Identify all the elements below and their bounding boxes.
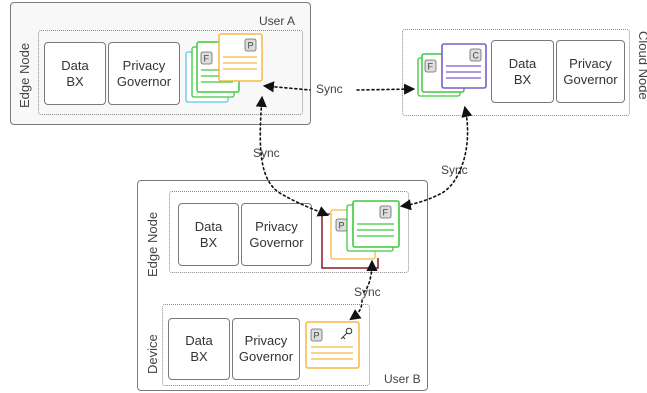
user-a-privacy-governor: Privacy Governor [108, 42, 180, 105]
user-a-data-bx: Data BX [44, 42, 106, 105]
user-a-label: User A [259, 14, 296, 28]
user-b-edge-data-bx: Data BX [178, 203, 239, 266]
cloud-doc-lines [446, 65, 481, 79]
device-privacy-badge [310, 328, 323, 342]
user-a-file-letter: F [204, 54, 210, 64]
user-b-edge-document-stack: P F [321, 200, 400, 269]
sync-arrow-a-b [255, 95, 330, 217]
cloud-data-bx: Data BX [491, 40, 554, 103]
user-b-file-letter: F [383, 208, 389, 218]
user-b-device-region [162, 304, 370, 386]
user-a-privacy-lines [223, 56, 257, 70]
user-b-privacy-letter: P [339, 221, 345, 231]
user-b-label: User B [384, 372, 421, 386]
sync-arrows [255, 81, 473, 321]
sync-arrow-b-device [363, 259, 378, 293]
user-a-privacy-badge [244, 38, 257, 52]
cloud-document-stack: F C [417, 43, 487, 97]
cloud-privacy-governor: Privacy Governor [556, 40, 625, 103]
key-icon [340, 327, 353, 340]
user-b-device-document: P [305, 321, 360, 369]
sync-arrow-cloud-b [399, 105, 473, 211]
sync-label-b-device: Sync [354, 285, 381, 299]
user-a-document-stack: F P [185, 33, 263, 103]
sync-arrow-b-device-lower [349, 299, 363, 321]
user-b-file-badge [379, 205, 392, 219]
sync-arrow-a-cloud-right [356, 83, 416, 95]
user-b-file-lines [357, 223, 394, 237]
device-privacy-lines [311, 346, 353, 360]
user-a-privacy-letter: P [248, 41, 254, 51]
user-a-file-badge [200, 51, 213, 65]
cloud-file-badge [424, 59, 437, 73]
sync-label-a-cloud: Sync [316, 82, 343, 96]
user-b-device-data-bx: Data BX [168, 318, 230, 380]
user-b-device-privacy-governor: Privacy Governor [232, 318, 300, 380]
cloud-letter: C [473, 51, 480, 61]
user-a-edge-node-region [38, 30, 303, 115]
cloud-node-region [402, 29, 630, 116]
device-privacy-letter: P [314, 331, 320, 341]
sync-arrow-a-cloud-left [262, 81, 311, 93]
cloud-file-letter: F [428, 62, 434, 72]
cloud-badge [469, 48, 482, 62]
